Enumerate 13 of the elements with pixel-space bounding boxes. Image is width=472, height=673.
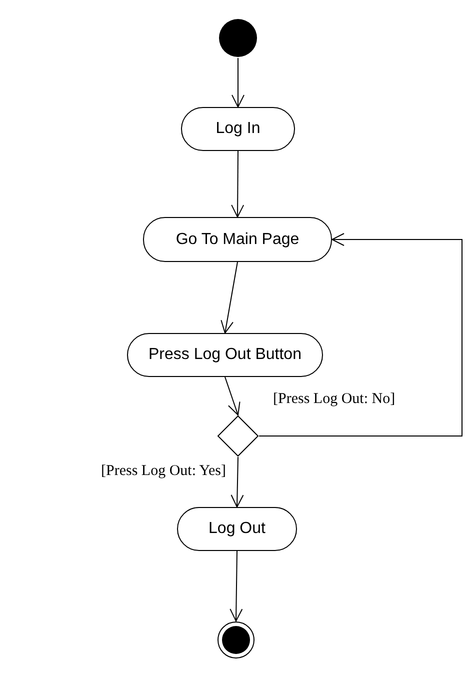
arrow (220, 262, 238, 334)
action-node: Log Out (177, 507, 297, 551)
guard-label: [Press Log Out: No] (272, 391, 396, 408)
arrow (258, 233, 462, 436)
arrow (230, 456, 244, 508)
arrow (232, 58, 244, 108)
guard-label: [Press Log Out: Yes] (100, 463, 228, 480)
action-node: Log In (181, 107, 295, 151)
action-node: Go To Main Page (143, 217, 332, 262)
arrow (231, 150, 244, 218)
arrow (230, 550, 243, 622)
arrow (224, 376, 240, 416)
action-node: Press Log Out Button (127, 333, 323, 377)
